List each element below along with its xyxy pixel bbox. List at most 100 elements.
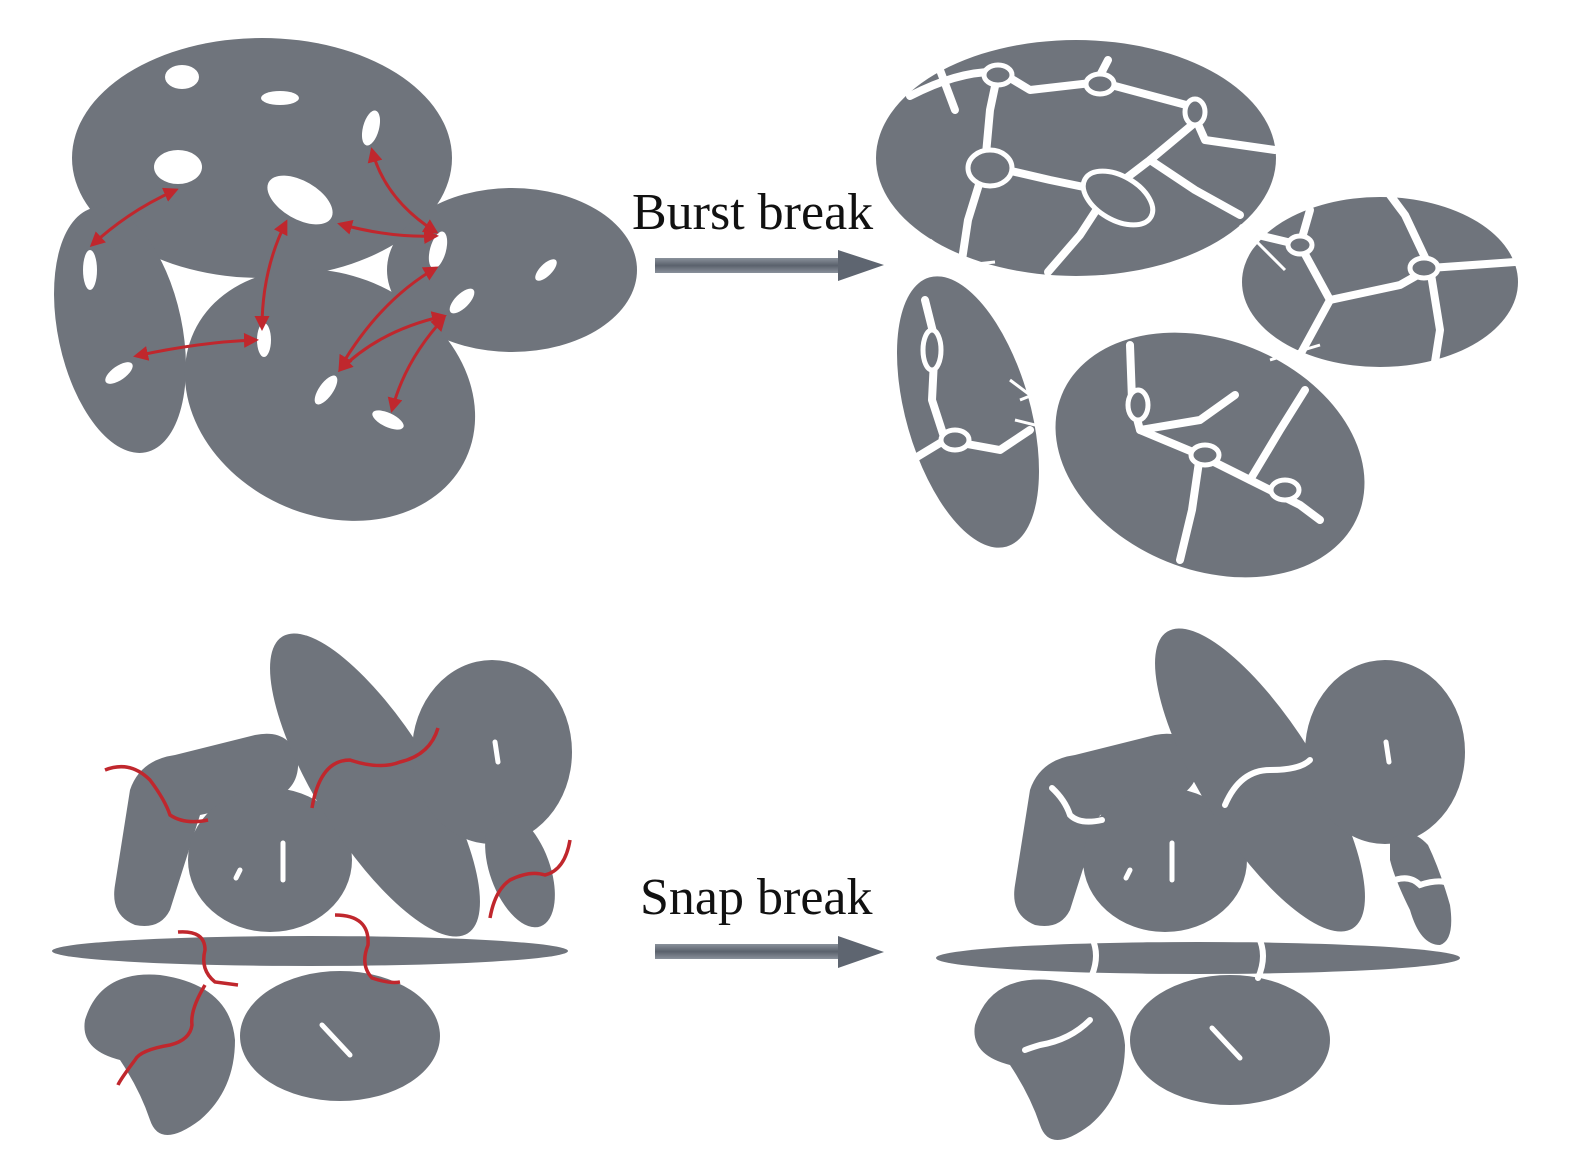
burst-process: Burst break (632, 184, 884, 281)
fractured-round-center (1083, 788, 1247, 932)
crack (1426, 264, 1444, 366)
crack-node (1125, 387, 1151, 423)
crack (1136, 391, 1239, 434)
fracture-path (116, 984, 207, 1086)
snap-process: Snap break (640, 869, 884, 968)
pore (267, 175, 333, 225)
burst-arrow (655, 250, 884, 281)
crack (1146, 156, 1244, 219)
pore (314, 375, 338, 405)
particle-round-center (188, 788, 352, 932)
crack (1254, 231, 1334, 359)
stress-arrow (387, 315, 447, 413)
burst-gap-fibres (909, 214, 1321, 432)
slit-pore (492, 739, 501, 765)
crack-node (1080, 168, 1156, 228)
pore (361, 110, 381, 146)
snap-arrow (655, 936, 884, 968)
pore (372, 410, 404, 430)
crack (1089, 935, 1099, 978)
fracture-path (177, 930, 239, 987)
pore (261, 91, 299, 105)
fracture-paths (104, 727, 572, 1086)
fractured-small-right (1390, 833, 1452, 945)
crack (936, 66, 959, 114)
fibre (909, 238, 1056, 432)
crack (1176, 451, 1204, 564)
snap-before-particles (52, 633, 572, 1135)
snap-before-pores (233, 739, 501, 1058)
burst-before-particles (54, 38, 637, 521)
fractured-needle (936, 942, 1460, 974)
fracture-path (488, 839, 572, 919)
slit-pore (1209, 1025, 1243, 1061)
burst-after-fragments (876, 40, 1518, 578)
particle-long-diagonal (270, 633, 480, 937)
burst-after-panel (876, 40, 1519, 578)
snap-after-panel (936, 628, 1465, 1140)
crack (908, 296, 949, 464)
particle-round-right (412, 660, 572, 844)
fractured-rod (1014, 733, 1199, 926)
particle-round-bottom (240, 971, 440, 1101)
slit-pore (1123, 867, 1133, 881)
pore (257, 323, 271, 357)
crack-node (1182, 96, 1208, 128)
pore (165, 65, 199, 89)
pore (105, 362, 133, 384)
crack-node (938, 427, 972, 453)
crack-node (965, 147, 1015, 189)
crack-node (1268, 477, 1302, 503)
crack (1246, 386, 1309, 484)
fractured-round-bottom (1130, 975, 1330, 1105)
crack-node (1188, 442, 1222, 468)
crack (1392, 875, 1448, 889)
stress-arrow (133, 332, 259, 361)
burst-crack-nodes (920, 62, 1441, 503)
fractured-long-diagonal (1155, 628, 1365, 932)
snap-label: Snap break (640, 869, 872, 926)
fracture-path (334, 913, 401, 985)
particle-crescent (84, 974, 235, 1135)
crack (1022, 1017, 1093, 1053)
slit-pore (1383, 739, 1392, 765)
fracture-path (310, 727, 440, 809)
snap-before-panel (52, 633, 572, 1135)
particle-needle (52, 936, 568, 966)
burst-before-panel (54, 38, 637, 521)
fibre (1238, 214, 1321, 367)
fracture-path (104, 764, 209, 824)
snap-after-cracks (1022, 757, 1448, 1053)
snap-after-particles (936, 628, 1465, 1140)
fractured-crescent (974, 979, 1125, 1140)
crack (1255, 933, 1266, 981)
burst-before-pores (83, 65, 557, 430)
pore (154, 150, 202, 184)
fractured-particle-right (1242, 197, 1518, 367)
pore (535, 259, 557, 281)
slit-pore (319, 1022, 353, 1058)
snap-after-pores (1123, 739, 1392, 1061)
stress-arrow (337, 220, 439, 245)
crack-node (981, 62, 1015, 88)
crack-node (920, 327, 944, 373)
particle-small-right (485, 812, 555, 928)
fractured-particle-left (896, 276, 1040, 548)
stress-arrows (89, 147, 447, 413)
crack (1386, 191, 1434, 272)
particle-right (387, 188, 637, 352)
crack-node (1407, 255, 1441, 281)
slit-pore (233, 867, 243, 881)
crack-node (1083, 71, 1117, 97)
crack (1049, 785, 1105, 825)
pore (83, 250, 97, 290)
pore (449, 288, 475, 314)
crack-node (1285, 233, 1315, 257)
crack (1222, 757, 1313, 808)
burst-label: Burst break (632, 184, 873, 241)
stress-arrow (89, 187, 179, 248)
particle-rod (114, 733, 299, 926)
stress-arrow (254, 219, 288, 331)
